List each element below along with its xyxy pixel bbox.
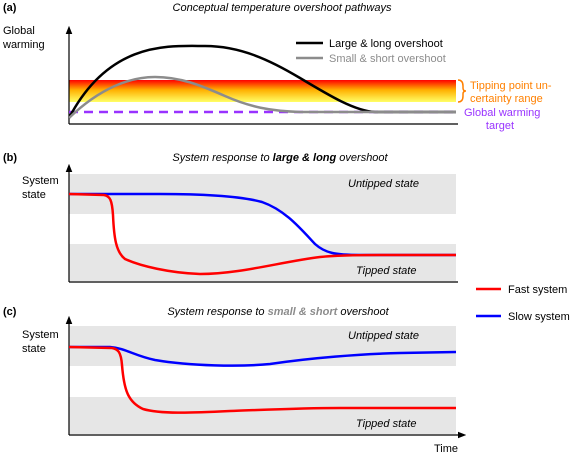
target-label-line1: Global warming (464, 107, 540, 119)
system-legend: Fast system Slow system (476, 284, 570, 323)
target-label-line2: target (486, 120, 514, 132)
panel-c-tipped-label: Tipped state (356, 418, 416, 430)
panel-a-title: Conceptual temperature overshoot pathway… (173, 2, 392, 14)
tipping-label-line1: Tipping point un- (470, 80, 552, 92)
panel-c-untipped-label: Untipped state (348, 330, 419, 342)
panel-c-untipped-band (69, 326, 456, 366)
panel-a: (a) Conceptual temperature overshoot pat… (2, 2, 552, 132)
tipping-uncertainty-band (69, 80, 456, 102)
panel-a-ylabel-line1: Global (3, 25, 35, 37)
panel-c-title-emphasis: small & short (268, 306, 339, 318)
tipping-range-brace (457, 79, 467, 103)
legend-slow-system-label: Slow system (508, 311, 570, 323)
tipping-label-line2: certainty range (470, 93, 543, 105)
legend-large-long-label: Large & long overshoot (329, 38, 443, 50)
panel-c-slow-system-curve (69, 345, 457, 367)
panel-c-title: System response to small & short oversho… (167, 306, 389, 318)
panel-b-fast-system-curve (68, 192, 456, 276)
panel-b-tipped-label: Tipped state (356, 265, 416, 277)
panel-b-ylabel-line2: state (22, 189, 46, 201)
panel-b-title-emphasis: large & long (273, 152, 337, 164)
small-short-overshoot-curve (68, 75, 456, 119)
panel-c: (c) System response to small & short ove… (3, 306, 467, 455)
legend-small-short-label: Small & short overshoot (329, 53, 446, 65)
large-long-overshoot-curve (67, 44, 456, 119)
panel-a-ylabel-line2: warming (2, 39, 45, 51)
panel-b-title: System response to large & long overshoo… (172, 152, 388, 164)
panel-b-label: (b) (3, 152, 17, 164)
panel-b-ylabel-line1: System (22, 175, 59, 187)
panel-b-untipped-label: Untipped state (348, 178, 419, 190)
panel-c-fast-system-curve (68, 345, 456, 414)
panel-c-ylabel-line1: System (22, 329, 59, 341)
panel-c-label: (c) (3, 306, 17, 318)
legend-fast-system-label: Fast system (508, 284, 567, 296)
x-axis-time-label: Time (434, 443, 458, 454)
panel-b: (b) System response to large & long over… (3, 152, 458, 283)
panel-a-label: (a) (3, 2, 17, 14)
panel-c-ylabel-line2: state (22, 343, 46, 355)
panel-b-slow-system-curve (69, 192, 456, 257)
